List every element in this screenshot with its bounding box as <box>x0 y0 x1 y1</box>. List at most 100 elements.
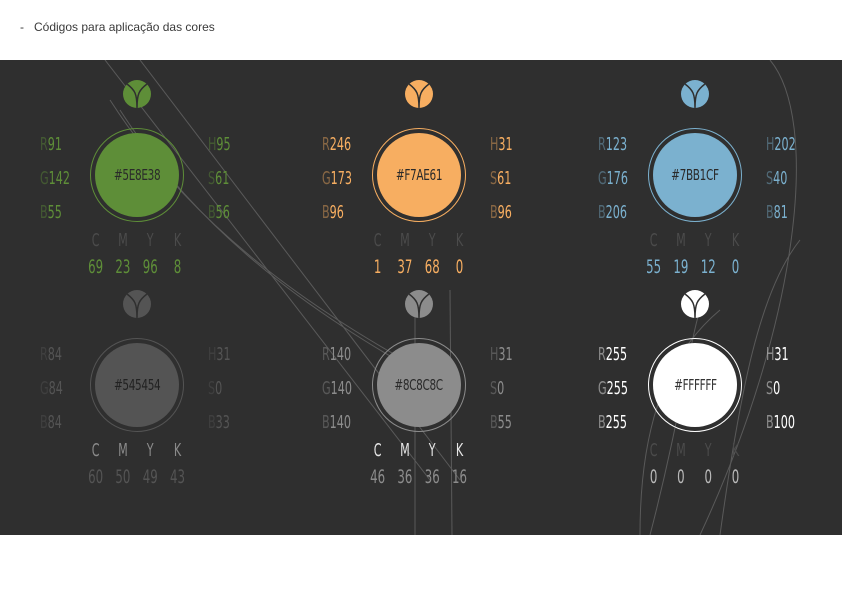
hsb-values: H31 S61 B96 <box>490 128 513 230</box>
mini-color-dot <box>681 80 709 108</box>
cmyk-values: 69 23 96 8 <box>82 256 191 278</box>
label-text: S <box>766 168 774 189</box>
label-text: K <box>731 440 740 461</box>
r-value: 84 <box>47 344 62 365</box>
c-value: 46 <box>370 466 386 488</box>
s-value: 40 <box>773 168 788 189</box>
color-disc: #7BB1CF <box>653 133 737 217</box>
g-value: 176 <box>606 168 628 189</box>
color-disc: #8C8C8C <box>377 343 461 427</box>
label-text: Y <box>428 230 436 251</box>
label-text: M <box>400 440 410 461</box>
color-disc: #F7AE61 <box>377 133 461 217</box>
hsb-values: H31 S0 B55 <box>490 338 513 440</box>
s-value: 61 <box>215 168 230 189</box>
mini-color-dot <box>123 290 151 318</box>
label-text: H <box>766 344 775 365</box>
label-text: B <box>208 202 216 223</box>
hex-code: #F7AE61 <box>395 166 443 184</box>
c-value: 55 <box>646 256 662 278</box>
b-value: 84 <box>47 412 62 433</box>
k-value: 0 <box>455 256 464 278</box>
k-value: 0 <box>731 256 740 278</box>
label-text: M <box>118 230 128 251</box>
b-value: 55 <box>47 202 62 223</box>
label-text: Y <box>704 230 712 251</box>
label-text: B <box>322 202 330 223</box>
label-text: Y <box>704 440 712 461</box>
color-ring <box>372 128 466 222</box>
h-value: 31 <box>216 344 231 365</box>
hsb-values: H31 S0 B100 <box>766 338 795 440</box>
label-text: M <box>118 440 128 461</box>
s-value: 0 <box>215 378 223 399</box>
m-value: 23 <box>115 256 131 278</box>
label-text: B <box>766 202 774 223</box>
y-value: 0 <box>704 466 712 488</box>
s-value: 61 <box>497 168 512 189</box>
y-value: 12 <box>700 256 716 278</box>
mini-color-dot <box>405 290 433 318</box>
label-text: K <box>455 230 464 251</box>
color-ring <box>90 338 184 432</box>
color-ring <box>648 128 742 222</box>
label-text: Y <box>428 440 436 461</box>
k-value: 0 <box>731 466 740 488</box>
label-text: B <box>490 202 498 223</box>
color-disc: #545454 <box>95 343 179 427</box>
k-value: 8 <box>173 256 182 278</box>
hex-code: #7BB1CF <box>671 166 719 184</box>
color-ring <box>90 128 184 222</box>
label-text: M <box>676 440 686 461</box>
y-value: 68 <box>424 256 440 278</box>
label-text: S <box>208 168 216 189</box>
v-value: 56 <box>215 202 230 223</box>
c-value: 69 <box>88 256 104 278</box>
label-text: S <box>490 168 498 189</box>
v-value: 33 <box>215 412 230 433</box>
hex-code: #5E8E38 <box>113 166 161 184</box>
rgb-values: R91 G142 B55 <box>40 128 70 230</box>
y-value: 96 <box>142 256 158 278</box>
label-text: R <box>40 134 48 155</box>
label-text: B <box>40 202 48 223</box>
r-value: 255 <box>605 344 628 365</box>
label-text: Y <box>146 440 154 461</box>
label-text: G <box>322 168 331 189</box>
mini-color-dot <box>681 290 709 318</box>
rgb-values: R123 G176 B206 <box>598 128 628 230</box>
v-value: 81 <box>773 202 788 223</box>
mini-color-dot <box>405 80 433 108</box>
label-text: R <box>40 344 48 365</box>
g-value: 173 <box>330 168 352 189</box>
label-text: G <box>598 378 607 399</box>
color-disc: #FFFFFF <box>653 343 737 427</box>
hsb-values: H31 S0 B33 <box>208 338 231 440</box>
s-value: 0 <box>497 378 505 399</box>
label-text: C <box>373 230 382 251</box>
label-text: S <box>208 378 216 399</box>
rgb-values: R246 G173 B96 <box>322 128 352 230</box>
mini-color-dot <box>123 80 151 108</box>
label-text: G <box>40 378 49 399</box>
label-text: H <box>208 344 217 365</box>
r-value: 91 <box>47 134 62 155</box>
label-text: H <box>490 134 499 155</box>
label-text: K <box>173 440 182 461</box>
label-text: K <box>455 440 464 461</box>
caption-title: Códigos para aplicação das cores <box>34 20 215 34</box>
label-text: B <box>766 412 774 433</box>
label-text: B <box>490 412 498 433</box>
label-text: C <box>649 230 658 251</box>
h-value: 31 <box>774 344 789 365</box>
